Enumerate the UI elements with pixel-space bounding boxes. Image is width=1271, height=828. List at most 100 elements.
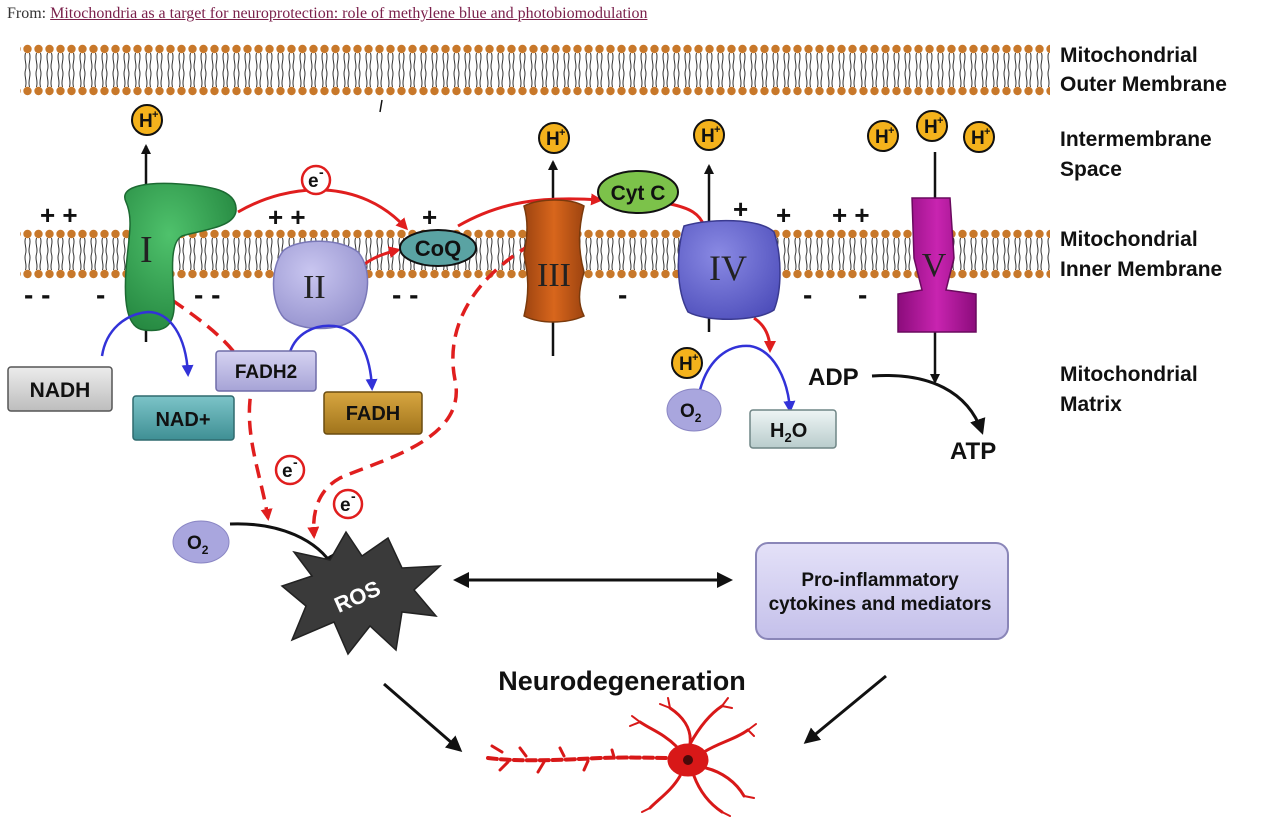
cytokines-box: Pro-inflammatory cytokines and mediators [755,542,1009,640]
svg-text:H: H [971,128,985,149]
svg-text:+: + [984,126,990,138]
charges: + + + + + + + + + - - - - - - - - - - [24,194,870,310]
atp-label: ATP [950,438,996,465]
svg-text:+: + [559,127,565,139]
proton: H+ [538,122,570,154]
svg-text:+: + [714,124,720,136]
outer-membrane-label-2: Outer Membrane [1060,73,1227,96]
charge-minus: - [96,279,105,310]
charge-minus: - [858,279,867,310]
svg-text:H: H [924,117,938,138]
charge-plus: + + [832,200,870,230]
svg-text:NADH: NADH [30,379,91,402]
article-link[interactable]: Mitochondria as a target for neuroprotec… [50,5,648,22]
proton: H+ [916,110,948,142]
source-line: From: Mitochondria as a target for neuro… [7,5,647,23]
proton-flow-arrows [141,144,940,384]
charge-plus: + [422,202,437,232]
svg-text:+: + [692,352,698,364]
svg-text:O2: O2 [187,533,209,557]
proton: H+ [963,121,995,153]
svg-text:-: - [293,454,298,470]
electron: e- [274,454,306,486]
charge-plus: + + [268,202,306,232]
svg-text:FADH2: FADH2 [235,362,297,383]
cytochrome-c-label: Cyt C [611,182,666,205]
electron: e- [300,164,332,196]
fadh2-box: FADH2 [215,350,317,392]
complex-iv-label: IV [709,248,747,288]
complex-iv: IV [677,219,781,320]
ros-burst: ROS [280,530,443,656]
h2o-box: H2O [749,409,837,449]
region-labels: Mitochondrial Outer Membrane Intermembra… [1060,44,1227,416]
complex-i-label: I [140,229,153,271]
svg-text:e: e [308,171,319,192]
complex-ii: II [272,240,369,330]
electron: e- [332,488,364,520]
atp-synthesis-arrow [871,373,986,435]
svg-text:H: H [139,111,153,132]
coq: CoQ [399,229,477,267]
neurodegeneration-label: Neurodegeneration [498,666,746,696]
cytochrome-c: Cyt C [597,170,679,214]
nadh-box: NADH [7,366,113,412]
reaction-arrows [100,310,796,413]
svg-text:-: - [351,488,356,504]
oxygen-molecule: O2 [666,388,722,432]
nad-plus-box: NAD+ [132,395,235,441]
charge-minus: - - [24,279,50,310]
oxygen-molecule: O2 [172,520,230,564]
complex-i: I [124,182,237,332]
svg-text:+: + [888,125,894,137]
cytokines-label-2: cytokines and mediators [769,594,992,615]
complex-ii-label: II [303,269,326,306]
svg-text:H: H [701,126,715,147]
outer-membrane-label-1: Mitochondrial [1060,44,1198,67]
charge-plus: + [733,194,748,224]
charge-minus: - [618,279,627,310]
matrix-label-2: Matrix [1060,393,1122,416]
svg-text:-: - [319,164,324,180]
fadh-box: FADH [323,391,423,435]
svg-text:O2: O2 [680,401,702,425]
proton: H+ [693,119,725,151]
charge-minus: - [803,279,812,310]
svg-text:H: H [875,127,889,148]
proton: H+ [131,104,163,136]
cytokines-label-1: Pro-inflammatory [801,570,959,591]
charge-minus: - - [194,279,220,310]
adp-label: ADP [808,364,859,391]
complex-iii-label: III [537,257,571,294]
charge-plus: + + [40,200,78,230]
complex-v-label: V [922,247,947,284]
matrix-label-1: Mitochondrial [1060,363,1198,386]
neuron-image [486,697,757,817]
from-label: From: [7,5,47,22]
complex-v: V [897,197,977,333]
outer-membrane [20,44,1050,96]
svg-text:e: e [282,461,293,482]
svg-text:H: H [546,129,560,150]
inner-membrane-label-1: Mitochondrial [1060,228,1198,251]
coq-label: CoQ [415,236,461,261]
inner-membrane-label-2: Inner Membrane [1060,258,1222,281]
proton: H+ [671,347,703,379]
complex-iii: III [523,199,586,323]
cytokines-to-neuron-arrow [803,674,887,744]
svg-text:H2O: H2O [770,420,807,445]
svg-text:e: e [340,495,351,516]
svg-text:+: + [152,109,158,121]
proton: H+ [867,120,899,152]
charge-plus: + [776,200,791,230]
svg-text:NAD+: NAD+ [155,409,210,431]
svg-text:FADH: FADH [346,403,400,425]
intermembrane-label-2: Space [1060,158,1122,181]
svg-text:+: + [937,115,943,127]
charge-minus: - - [392,279,418,310]
ros-to-neuron-arrow [383,682,463,752]
intermembrane-label-1: Intermembrane [1060,128,1212,151]
membrane-mark [379,99,383,113]
electron-leak-path [170,242,533,539]
